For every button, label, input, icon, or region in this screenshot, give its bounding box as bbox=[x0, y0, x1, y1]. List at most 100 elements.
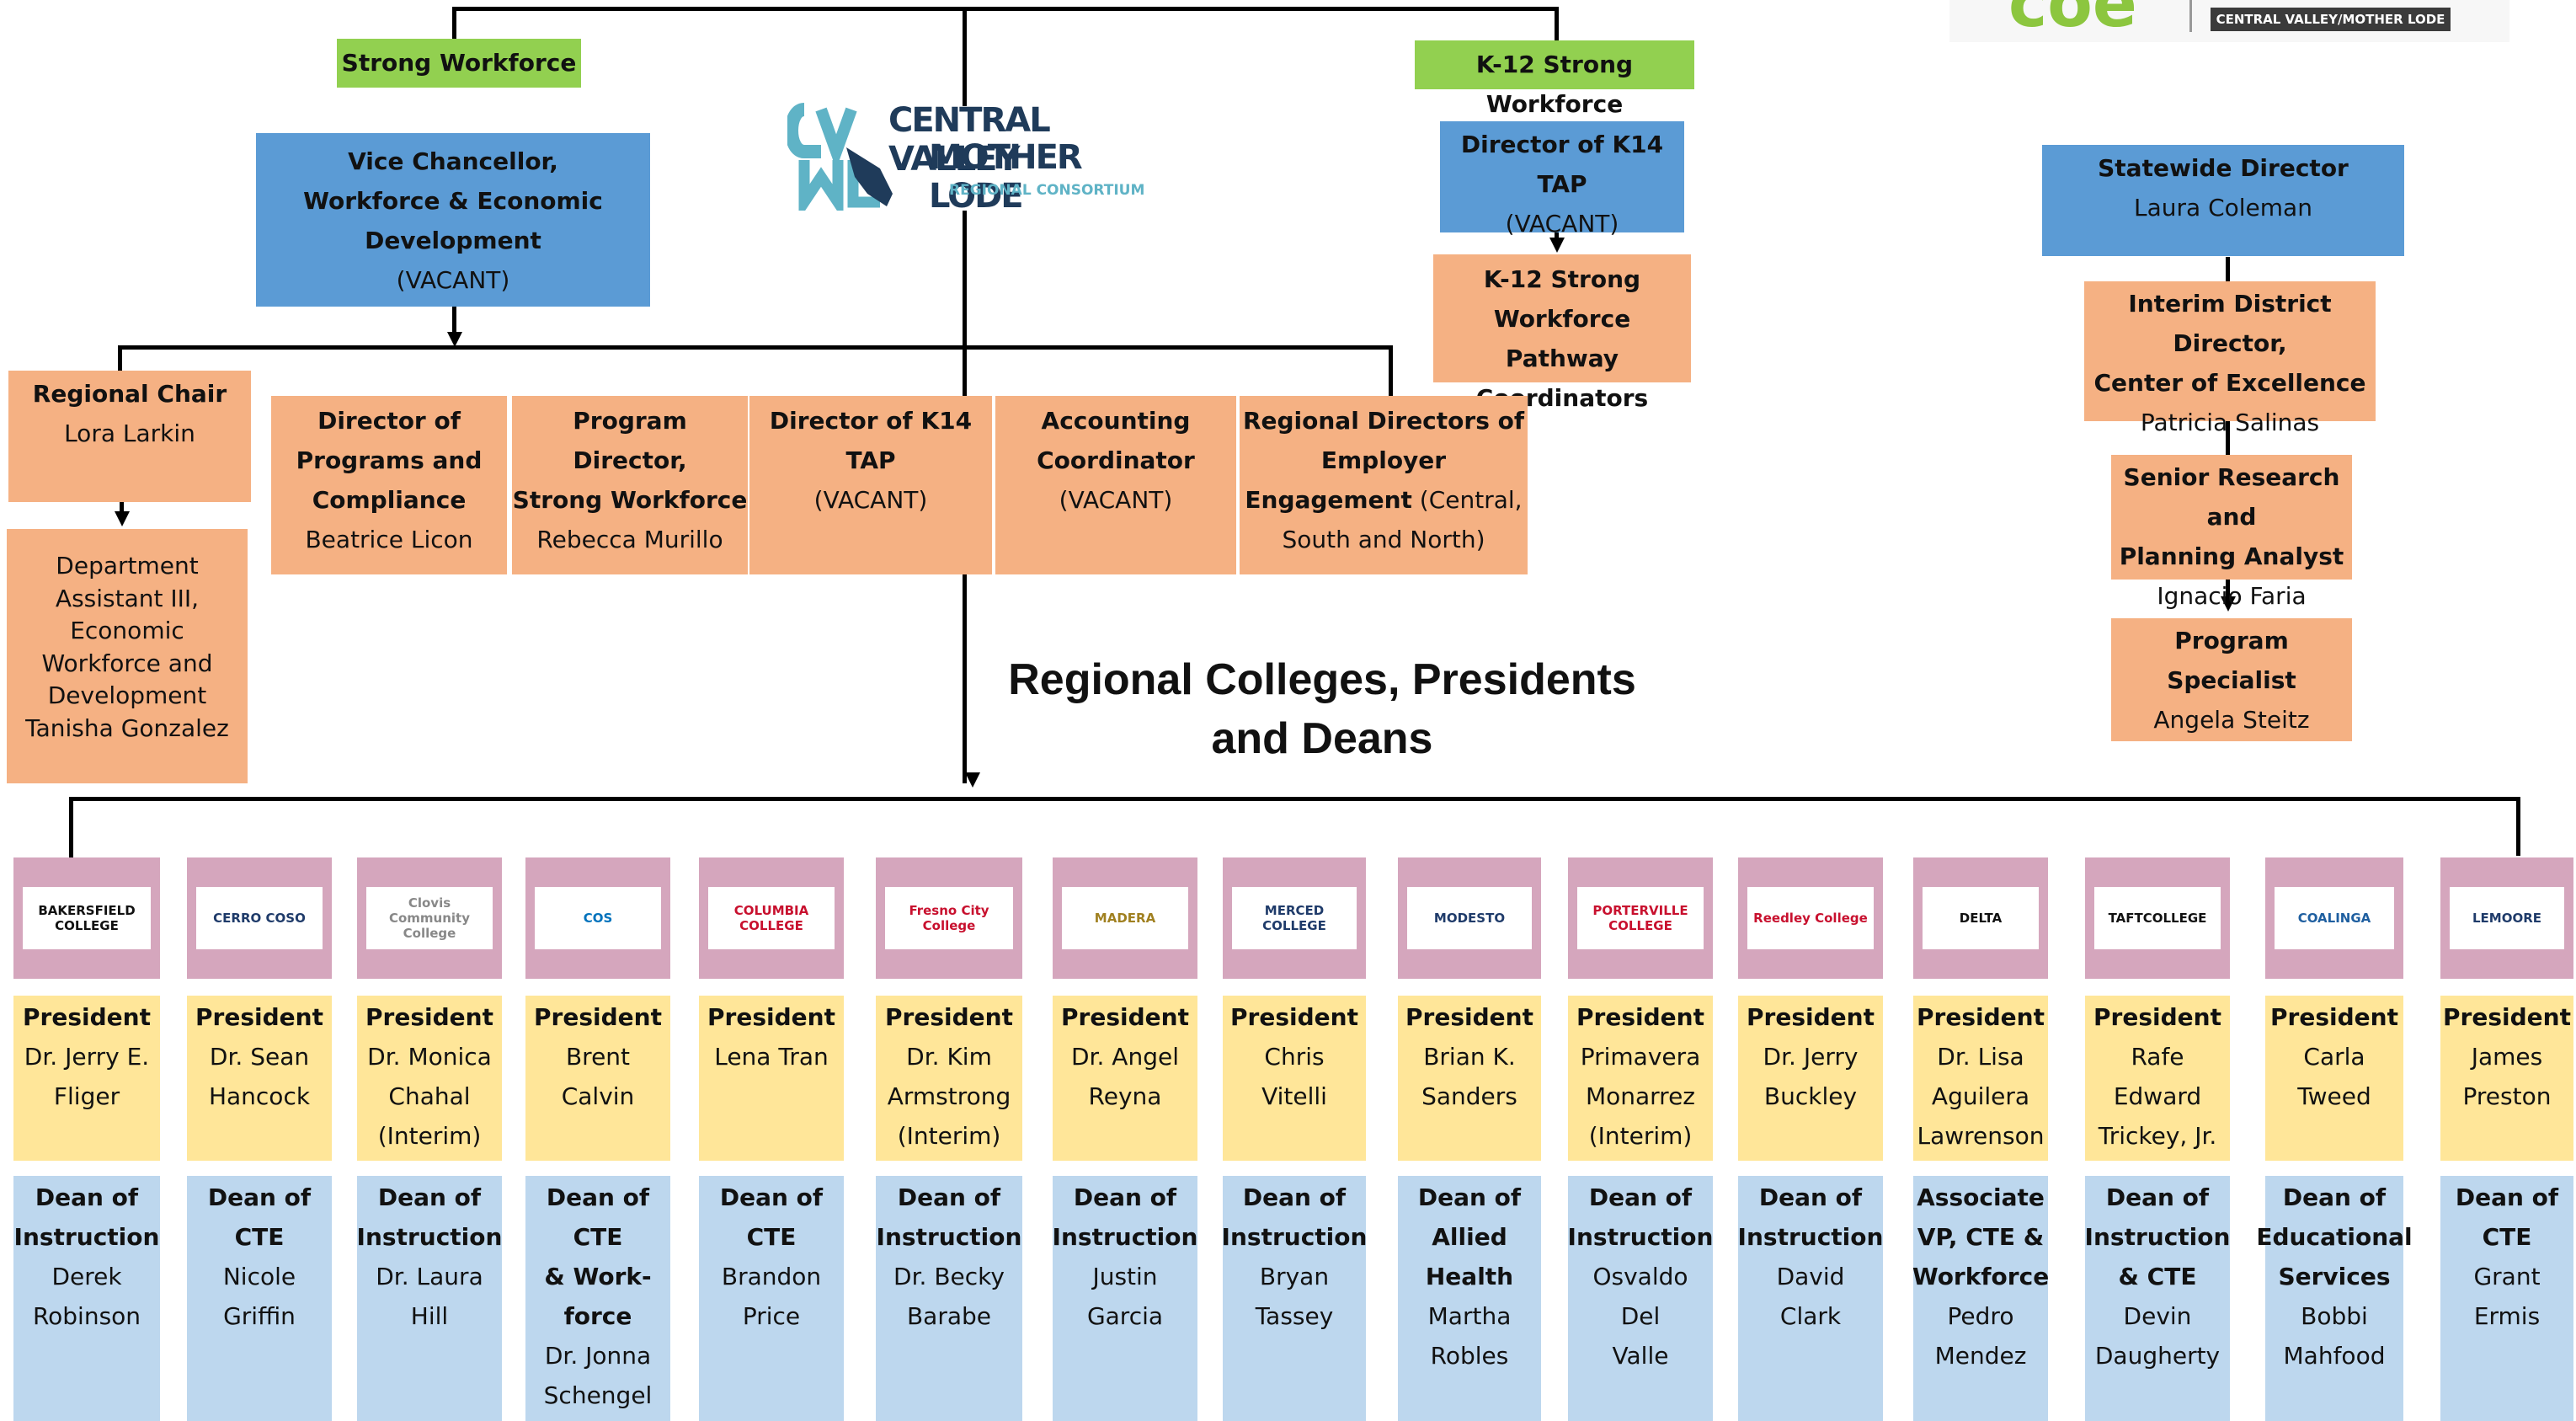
president-name: Dr. Lisa bbox=[1937, 1043, 2024, 1071]
dean-title: force bbox=[563, 1302, 632, 1330]
dean-title: Instruction bbox=[876, 1223, 1022, 1251]
president-title: President bbox=[1405, 1003, 1533, 1031]
president-name: Carla Tweed bbox=[2297, 1043, 2371, 1110]
staff-box-program-director: Program Director, Strong Workforce Rebec… bbox=[512, 396, 748, 574]
k12-strong-workforce-label: K-12 Strong Workforce bbox=[1415, 40, 1694, 118]
dean-title: Dean of bbox=[207, 1183, 312, 1211]
president-name: Dr. Monica bbox=[367, 1043, 492, 1071]
president-title: President bbox=[1917, 1003, 2045, 1031]
college-logo: Clovis Community College bbox=[366, 887, 493, 949]
dean-title: Instruction bbox=[1221, 1223, 1368, 1251]
dean-name: Griffin bbox=[223, 1302, 296, 1330]
college-logo: COALINGA bbox=[2275, 887, 2394, 949]
dean-name: Bryan bbox=[1259, 1263, 1330, 1290]
dean-name: Robinson bbox=[32, 1302, 141, 1330]
president-name: (Interim) bbox=[897, 1122, 1001, 1150]
dean-title: Dean of bbox=[1073, 1183, 1177, 1211]
dean-name: Martha bbox=[1427, 1302, 1512, 1330]
president-name: Dr. Jerry bbox=[1763, 1043, 1859, 1071]
president-title: President bbox=[707, 1003, 835, 1031]
dean-title: Services bbox=[2278, 1263, 2391, 1290]
staff-box-programs-director: Director of Programs and Compliance Beat… bbox=[271, 396, 507, 574]
dean-name: Robles bbox=[1430, 1342, 1509, 1370]
president-name: Hancock bbox=[208, 1082, 311, 1110]
college-logo-cell: Reedley College bbox=[1738, 857, 1883, 979]
connector bbox=[2226, 257, 2230, 282]
president-name: Dr. Sean bbox=[209, 1043, 310, 1071]
dean-title: & CTE bbox=[2118, 1263, 2197, 1290]
president-title: President bbox=[2443, 1003, 2571, 1031]
dean-name: Justin bbox=[1092, 1263, 1158, 1290]
dean-name: Dr. Becky bbox=[893, 1263, 1005, 1290]
dean-title: Instruction bbox=[13, 1223, 160, 1251]
college-logo-cell: DELTA bbox=[1913, 857, 2048, 979]
dean-title: Instruction bbox=[1052, 1223, 1198, 1251]
college-logo-cell: MADERA bbox=[1053, 857, 1197, 979]
cvml-mark-icon bbox=[787, 103, 893, 211]
president-title: President bbox=[1061, 1003, 1189, 1031]
cvml-logo-line3: REGIONAL CONSORTIUM bbox=[949, 182, 1145, 199]
president-name: Dr. Angel bbox=[1071, 1043, 1179, 1071]
dean-name: Bobbi bbox=[2301, 1302, 2368, 1330]
dean-name: Price bbox=[742, 1302, 801, 1330]
dean-name: Ermis bbox=[2473, 1302, 2541, 1330]
dean-title: Health bbox=[1425, 1263, 1514, 1290]
dean-name: Nicole bbox=[222, 1263, 296, 1290]
president-name: Reyna bbox=[1088, 1082, 1162, 1110]
dean-title: Instruction bbox=[1567, 1223, 1714, 1251]
connector bbox=[120, 497, 124, 514]
dean-name: Hill bbox=[410, 1302, 449, 1330]
college-logo-cell: Clovis Community College bbox=[357, 857, 502, 979]
dean-name: Dr. Laura bbox=[376, 1263, 483, 1290]
connector bbox=[452, 305, 456, 339]
statewide-director-box: Statewide Director Laura Coleman bbox=[2042, 145, 2404, 256]
college-logo-cell: COLUMBIA COLLEGE bbox=[699, 857, 844, 979]
staff-box-k14-tap: Director of K14 TAP (VACANT) bbox=[749, 396, 992, 574]
arrow-down-icon bbox=[2221, 596, 2236, 612]
dean-title: Dean of bbox=[2455, 1183, 2559, 1211]
dean-title: Dean of bbox=[1242, 1183, 1347, 1211]
dean-title: Dean of bbox=[546, 1183, 650, 1211]
dean-title: Instruction bbox=[356, 1223, 503, 1251]
connector bbox=[1389, 345, 1393, 396]
cvml-logo: CENTRAL VALLEY MOTHER LODE REGIONAL CONS… bbox=[787, 101, 1166, 216]
college-logo: MODESTO bbox=[1407, 887, 1532, 949]
college-logo-cell: COALINGA bbox=[2265, 857, 2403, 979]
department-assistant-box: Department Assistant III, Economic Workf… bbox=[7, 529, 248, 783]
dean-name: David bbox=[1776, 1263, 1845, 1290]
dean-name: Barabe bbox=[906, 1302, 992, 1330]
dean-title: Dean of bbox=[377, 1183, 482, 1211]
college-logo: TAFTCOLLEGE bbox=[2094, 887, 2221, 949]
dean-title: Associate bbox=[1917, 1183, 2045, 1211]
dean-title: Dean of bbox=[897, 1183, 1001, 1211]
arrow-down-icon bbox=[965, 772, 980, 788]
coe-director-box: Interim District Director, Center of Exc… bbox=[2084, 281, 2376, 436]
section-title: Regional Colleges, Presidents and Deans bbox=[1008, 655, 1636, 763]
dean-title: Allied bbox=[1432, 1223, 1507, 1251]
president-title: President bbox=[534, 1003, 662, 1031]
dean-title: CTE bbox=[573, 1223, 623, 1251]
president-name: Aguilera bbox=[1931, 1082, 2030, 1110]
president-name: Primavera bbox=[1580, 1043, 1701, 1071]
college-logo-cell: COS bbox=[525, 857, 670, 979]
president-name: Armstrong bbox=[887, 1082, 1011, 1110]
president-name: Calvin bbox=[561, 1082, 635, 1110]
college-logo: COLUMBIA COLLEGE bbox=[708, 887, 835, 949]
college-logo: BAKERSFIELD COLLEGE bbox=[23, 887, 151, 949]
dean-name: Brandon bbox=[721, 1263, 822, 1290]
